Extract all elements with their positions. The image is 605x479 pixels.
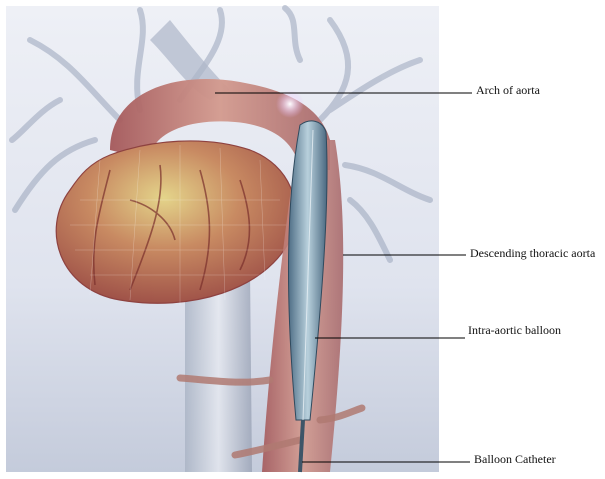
label-balloon-catheter: Balloon Catheter — [474, 452, 556, 467]
label-arch-of-aorta: Arch of aorta — [476, 83, 540, 98]
label-descending-thoracic-aorta: Descending thoracic aorta — [470, 246, 595, 261]
catheter-tip-glow-icon — [276, 90, 304, 118]
label-intra-aortic-balloon: Intra-aortic balloon — [468, 323, 561, 338]
